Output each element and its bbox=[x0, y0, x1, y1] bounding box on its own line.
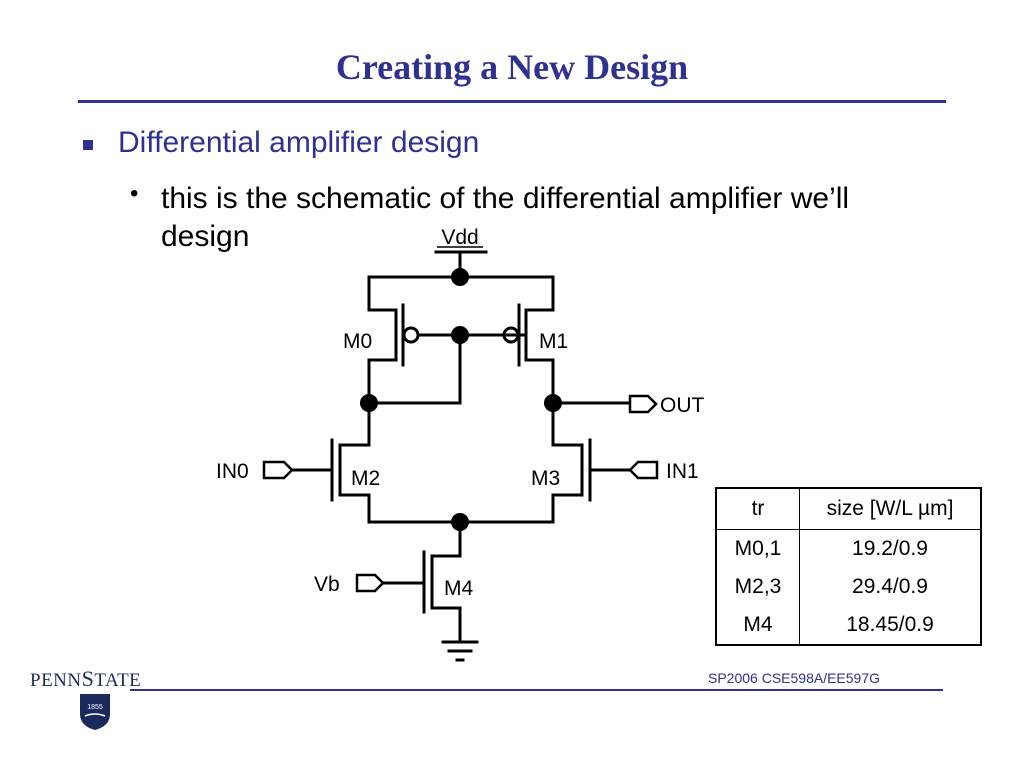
course-code: SP2006 CSE598A/EE597G bbox=[708, 670, 881, 686]
out-port-icon bbox=[628, 394, 658, 414]
table-cell: M0,1 bbox=[716, 529, 800, 568]
m1-label: M1 bbox=[539, 330, 568, 353]
out-label: OUT bbox=[660, 394, 705, 417]
round-bullet-icon: • bbox=[130, 180, 139, 207]
table-cell: 19.2/0.9 bbox=[852, 537, 928, 560]
table-cell: M4 bbox=[716, 606, 800, 645]
bullet-line-2: design bbox=[161, 220, 250, 253]
table-cell: 18.45/0.9 bbox=[846, 613, 934, 636]
vb-port-icon bbox=[355, 573, 385, 593]
in0-label: IN0 bbox=[216, 460, 249, 483]
vdd-junction-dot bbox=[451, 268, 469, 286]
m0-label: M0 bbox=[343, 330, 372, 353]
bullet-line-1: this is the schematic of the differentia… bbox=[161, 182, 850, 215]
in1-port-icon bbox=[628, 460, 659, 480]
in1-label: IN1 bbox=[666, 460, 699, 483]
m2-label: M2 bbox=[351, 467, 380, 490]
vdd-label: Vdd bbox=[441, 226, 478, 249]
svg-text:1855: 1855 bbox=[87, 704, 103, 711]
transistor-size-table: tr size [W/L µm] M0,1 19.2/0.9 M2,3 29.4… bbox=[715, 487, 982, 646]
table-header-cell: size [W/L µm] bbox=[799, 488, 981, 530]
bullet-differential-amplifier: Differential amplifier design bbox=[118, 126, 480, 159]
vb-label: Vb bbox=[314, 573, 340, 596]
table-cell: 29.4/0.9 bbox=[852, 575, 928, 598]
pennstate-shield-icon: 1855 bbox=[80, 694, 110, 730]
table-header-cell: tr bbox=[716, 488, 800, 530]
m3-label: M3 bbox=[531, 467, 560, 490]
tail-junction-dot bbox=[451, 513, 469, 531]
table-row: M2,3 29.4/0.9 bbox=[716, 568, 981, 606]
pennstate-logo-wordmark: PENNSTATE bbox=[30, 666, 142, 691]
table-row: M4 18.45/0.9 bbox=[716, 606, 981, 645]
bullet-schematic-description: this is the schematic of the differentia… bbox=[161, 180, 981, 256]
out-junction-dot bbox=[544, 394, 562, 412]
table-header-row: tr size [W/L µm] bbox=[716, 488, 981, 530]
m4-label: M4 bbox=[444, 577, 473, 600]
table-cell: M2,3 bbox=[716, 568, 800, 606]
square-bullet-icon bbox=[83, 140, 93, 150]
slide-title: Creating a New Design bbox=[335, 47, 689, 87]
left-drain-junction-dot bbox=[360, 394, 378, 412]
footer-divider bbox=[130, 689, 943, 691]
table-row: M0,1 19.2/0.9 bbox=[716, 529, 981, 568]
in0-port-icon bbox=[262, 460, 294, 480]
title-divider bbox=[78, 100, 946, 103]
pmos-gate-junction-dot bbox=[451, 326, 469, 344]
